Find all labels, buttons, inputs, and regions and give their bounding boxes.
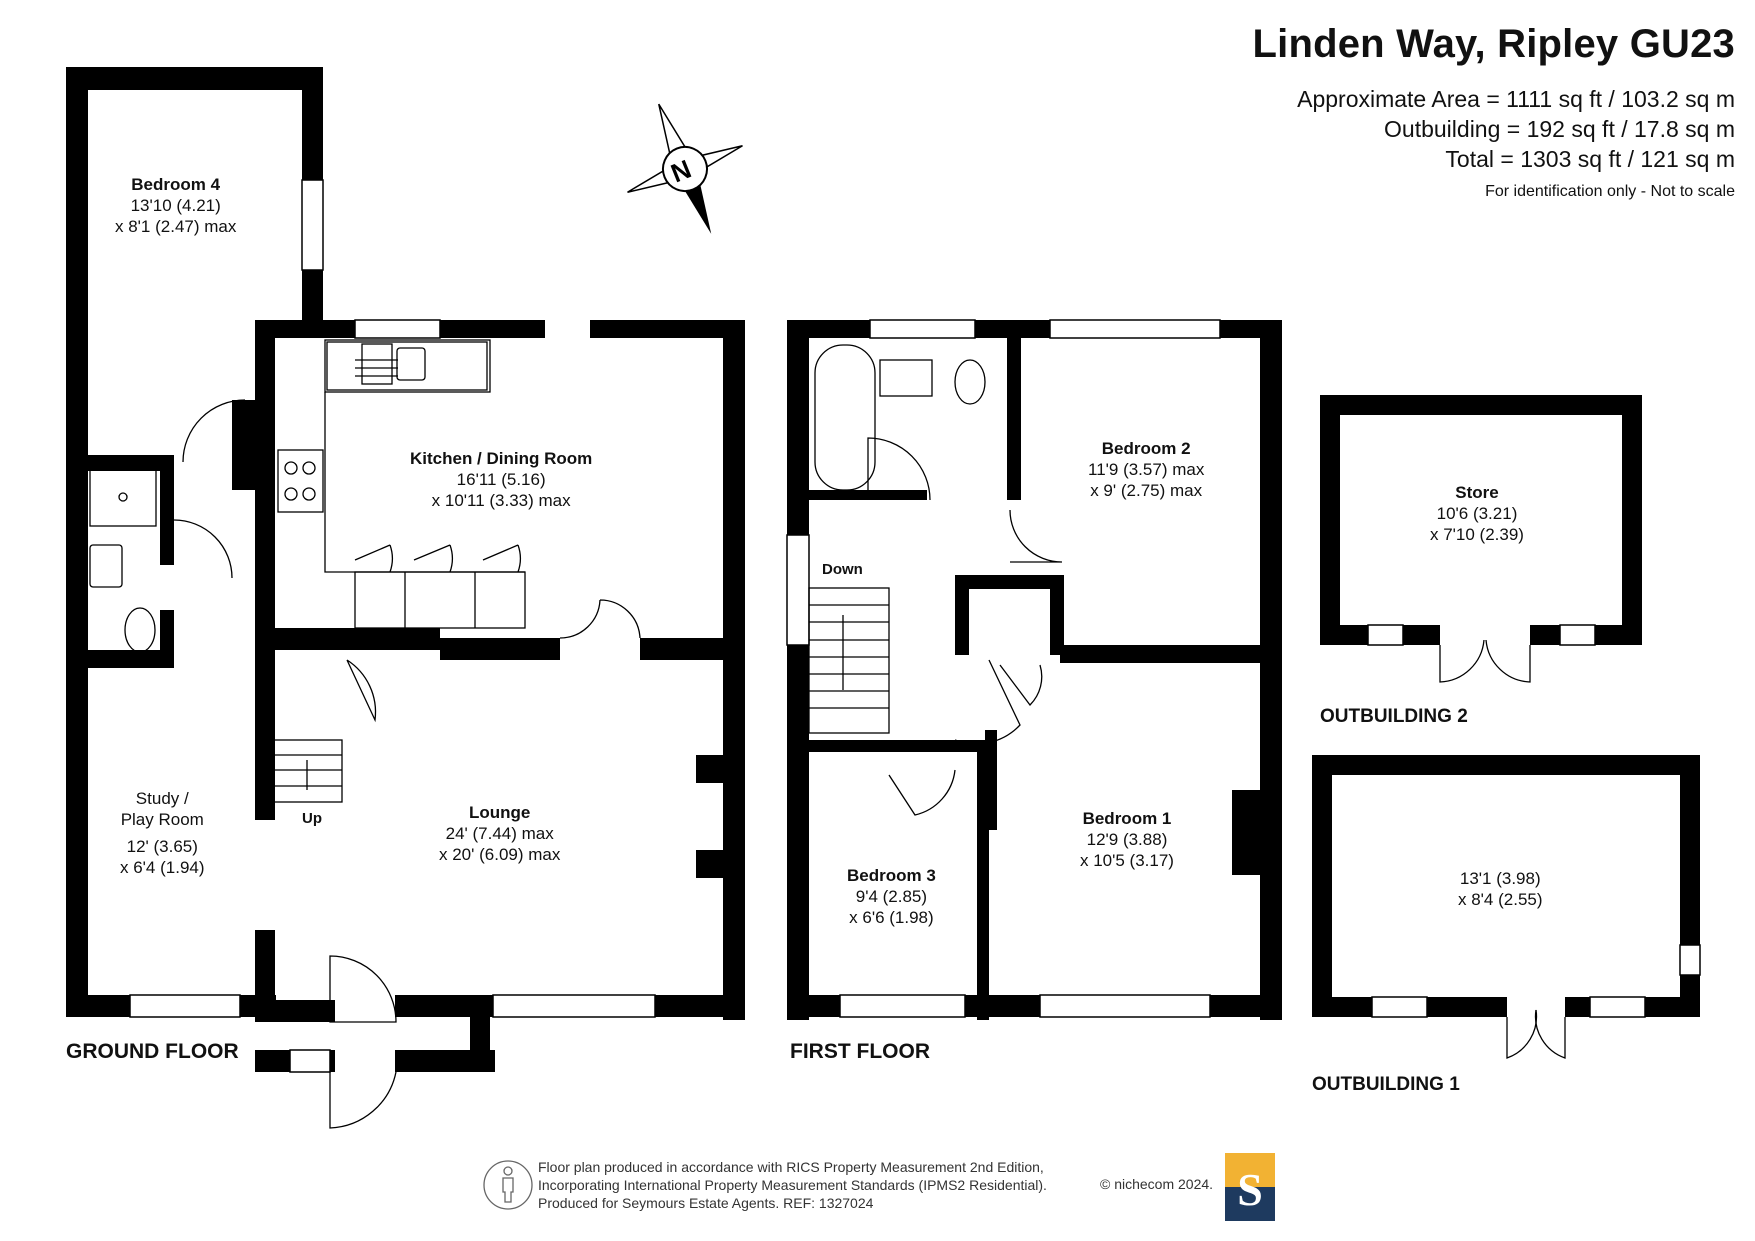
rics-person-icon	[483, 1160, 533, 1210]
room-lounge: Lounge 24' (7.44) max x 20' (6.09) max	[439, 803, 561, 864]
logo-letter: S	[1237, 1164, 1263, 1215]
room-bedroom4: Bedroom 4 13'10 (4.21) x 8'1 (2.47) max	[115, 175, 237, 236]
outbuilding-walls	[1312, 395, 1700, 1017]
room-outbuilding1: 13'1 (3.98) x 8'4 (2.55)	[1458, 869, 1543, 909]
first-floor-fixtures	[808, 344, 1063, 816]
room-kitchen-dining: Kitchen / Dining Room 16'11 (5.16) x 10'…	[410, 449, 593, 510]
room-bedroom3: Bedroom 3 9'4 (2.85) x 6'6 (1.98)	[847, 866, 936, 927]
outbuilding1-label: OUTBUILDING 1	[1312, 1074, 1460, 1095]
outbuilding2-label: OUTBUILDING 2	[1320, 706, 1468, 727]
area-line-approximate: Approximate Area = 1111 sq ft / 103.2 sq…	[1297, 86, 1735, 112]
stairs-down-label: Down	[822, 561, 863, 578]
ground-floor-fixtures	[89, 339, 641, 1129]
page-title: Linden Way, Ripley GU23	[1252, 22, 1735, 66]
first-floor-windows	[786, 319, 1221, 1018]
room-bedroom2: Bedroom 2 11'9 (3.57) max x 9' (2.75) ma…	[1088, 439, 1205, 500]
footer-line: Floor plan produced in accordance with R…	[538, 1159, 1044, 1175]
room-study: Study / Play Room 12' (3.65) x 6'4 (1.94…	[120, 789, 205, 877]
seymours-logo	[1225, 1153, 1275, 1221]
outbuilding-windows	[1367, 624, 1701, 1018]
footer-line: Incorporating International Property Mea…	[538, 1177, 1047, 1193]
copyright: © nichecom 2024.	[1100, 1176, 1214, 1192]
area-line-outbuilding: Outbuilding = 192 sq ft / 17.8 sq m	[1384, 116, 1735, 142]
area-line-total: Total = 1303 sq ft / 121 sq m	[1445, 146, 1735, 172]
room-store: Store 10'6 (3.21) x 7'10 (2.39)	[1430, 483, 1524, 544]
room-bedroom1: Bedroom 1 12'9 (3.88) x 10'5 (3.17)	[1080, 809, 1174, 870]
outbuilding-doors	[1439, 639, 1566, 1059]
footer-line: Produced for Seymours Estate Agents. REF…	[538, 1195, 874, 1211]
ground-floor-windows	[129, 179, 656, 1073]
identification-note: For identification only - Not to scale	[1485, 183, 1735, 200]
compass-icon	[627, 103, 743, 234]
footer-text: Floor plan produced in accordance with R…	[538, 1158, 1047, 1212]
stairs-up-label: Up	[302, 810, 322, 827]
ground-floor-label: GROUND FLOOR	[66, 1040, 239, 1063]
first-floor-label: FIRST FLOOR	[790, 1040, 930, 1063]
